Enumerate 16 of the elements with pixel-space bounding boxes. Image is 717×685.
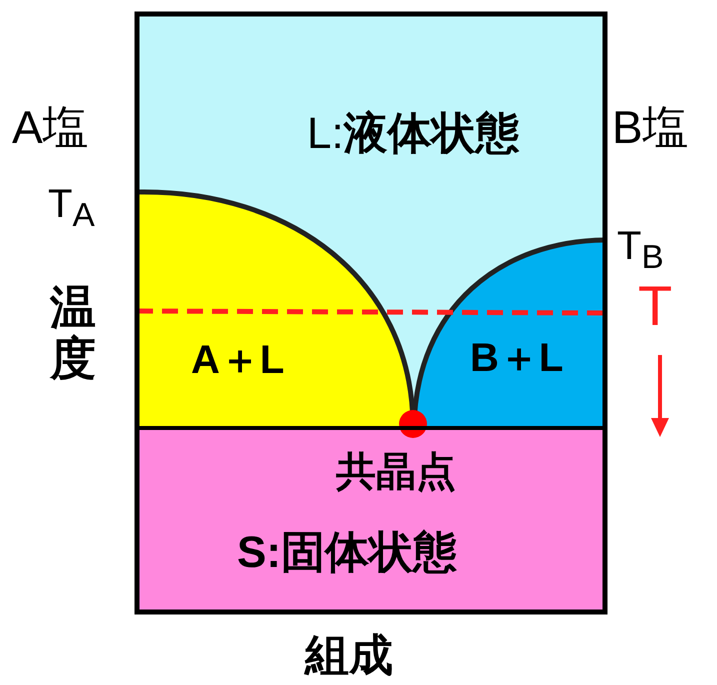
region-label: S:固体状態	[237, 531, 457, 575]
solid-a-liquid-region	[139, 188, 415, 428]
solid-b-liquid-region	[412, 236, 605, 428]
eutectic-label: 共晶点	[336, 452, 456, 492]
region-label: B＋L	[470, 338, 564, 378]
solid-region	[137, 428, 605, 612]
axis-title: 組成	[305, 634, 393, 678]
temperature-label: T$_{A}$	[48, 184, 95, 232]
liquid-region	[137, 14, 605, 428]
axis-title: 温度	[50, 282, 96, 384]
axis-end-label: A塩	[12, 104, 89, 150]
region-label: A＋L	[191, 340, 284, 380]
cooling-label: T	[638, 278, 672, 334]
axis-end-label: B塩	[612, 104, 689, 150]
region-label: L:液体状態	[307, 112, 520, 156]
temperature-label: T$_{B}$	[617, 226, 664, 274]
